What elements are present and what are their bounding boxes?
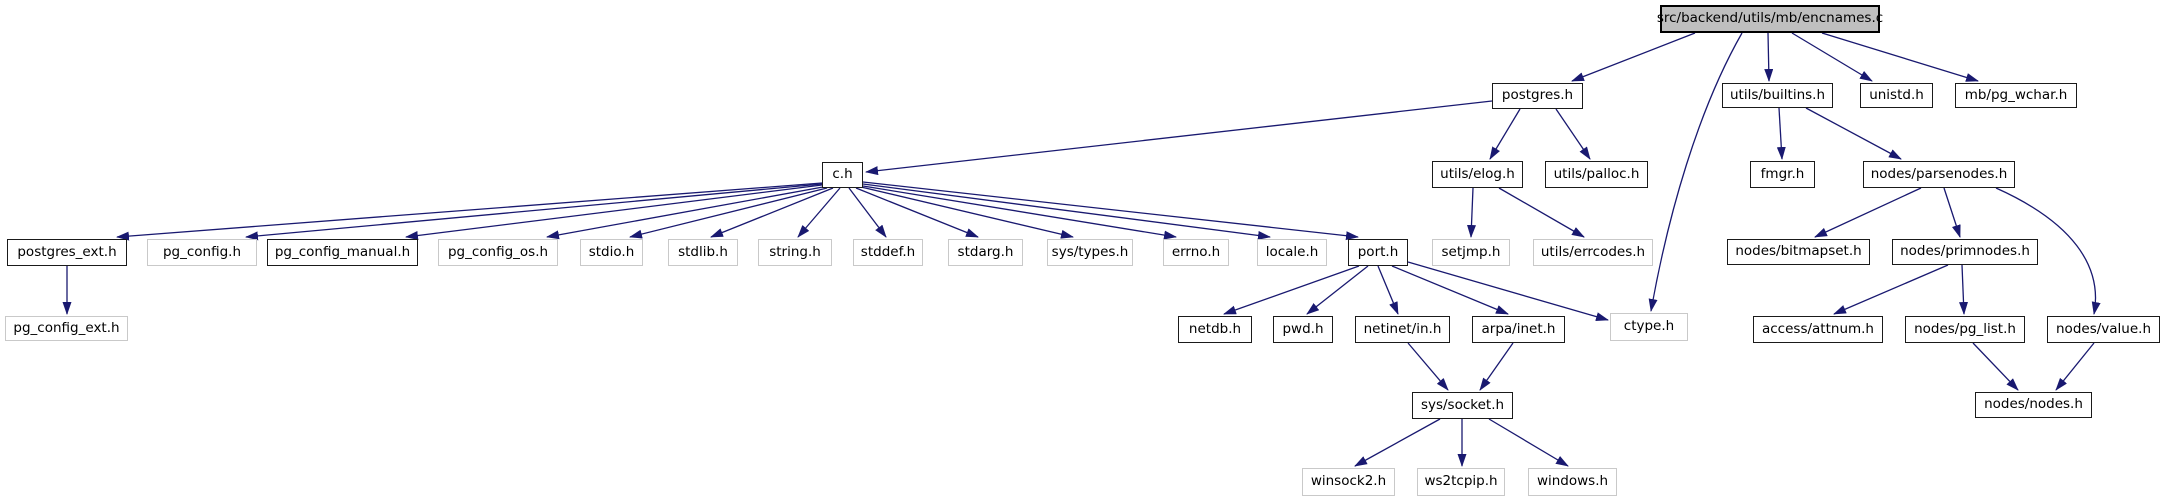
graph-node-pg_config_manual[interactable]: pg_config_manual.h: [267, 239, 418, 266]
graph-node-stdlib: stdlib.h: [668, 239, 738, 266]
graph-node-winsock2: winsock2.h: [1302, 468, 1395, 496]
graph-node-pwd[interactable]: pwd.h: [1273, 316, 1333, 343]
edge-value-to-nodes_nodes: [2055, 342, 2095, 391]
graph-node-builtins[interactable]: utils/builtins.h: [1722, 83, 1833, 108]
graph-node-nodes_nodes[interactable]: nodes/nodes.h: [1975, 392, 2092, 418]
graph-node-attnum[interactable]: access/attnum.h: [1753, 316, 1883, 343]
graph-node-encnames: src/backend/utils/mb/encnames.c: [1657, 5, 1883, 33]
edge-elog-to-setjmp: [1466, 187, 1476, 238]
graph-node-elog[interactable]: utils/elog.h: [1432, 161, 1523, 188]
graph-node-errno: errno.h: [1163, 239, 1229, 266]
edge-port-to-netinet_in: [1377, 265, 1399, 315]
edge-encnames-to-ctype: [1648, 32, 1743, 312]
edge-socket-to-windows: [1488, 418, 1569, 467]
graph-node-parsenodes[interactable]: nodes/parsenodes.h: [1863, 161, 2015, 188]
graph-node-locale: locale.h: [1257, 239, 1327, 266]
edge-elog-to-errcodes: [1498, 187, 1585, 238]
graph-node-arpa_inet[interactable]: arpa/inet.h: [1472, 316, 1565, 343]
graph-node-stdarg: stdarg.h: [948, 239, 1023, 266]
edge-primnodes-to-pg_list: [1959, 264, 1969, 315]
graph-node-unistd[interactable]: unistd.h: [1860, 83, 1933, 108]
graph-node-stdio: stdio.h: [580, 239, 643, 266]
graph-node-ws2tcpip: ws2tcpip.h: [1417, 468, 1505, 496]
graph-node-pg_wchar[interactable]: mb/pg_wchar.h: [1955, 83, 2077, 108]
graph-node-netinet_in[interactable]: netinet/in.h: [1355, 316, 1450, 343]
graph-node-c_h[interactable]: c.h: [822, 162, 863, 188]
graph-node-value[interactable]: nodes/value.h: [2047, 316, 2160, 343]
edge-c_h-to-stdarg: [855, 187, 979, 238]
edge-encnames-to-builtins: [1764, 32, 1774, 82]
graph-node-socket[interactable]: sys/socket.h: [1412, 392, 1513, 419]
graph-node-postgres_h[interactable]: postgres.h: [1492, 83, 1583, 109]
edge-port-to-pwd: [1306, 265, 1369, 315]
edge-port-to-netdb: [1223, 265, 1360, 315]
edge-c_h-to-pg_config: [245, 183, 823, 241]
edge-parsenodes-to-value: [1995, 187, 2101, 315]
graph-node-port[interactable]: port.h: [1348, 239, 1408, 266]
edge-c_h-to-stdio: [629, 187, 828, 239]
edge-builtins-to-fmgr: [1776, 107, 1786, 160]
graph-node-bitmapset[interactable]: nodes/bitmapset.h: [1727, 239, 1870, 265]
edge-c_h-to-postgres_ext: [116, 182, 823, 241]
edge-encnames-to-unistd: [1791, 32, 1873, 82]
edge-builtins-to-parsenodes: [1805, 107, 1902, 160]
edge-port-to-arpa_inet: [1391, 265, 1509, 315]
graph-node-errcodes: utils/errcodes.h: [1533, 239, 1653, 266]
edge-parsenodes-to-primnodes: [1943, 187, 1961, 238]
edge-c_h-to-locale: [862, 183, 1271, 240]
edge-encnames-to-postgres_h: [1571, 32, 1696, 82]
edge-socket-to-winsock2: [1354, 418, 1441, 467]
edge-postgres_h-to-elog: [1489, 108, 1521, 160]
edge-c_h-to-errno: [862, 185, 1177, 240]
graph-node-postgres_ext[interactable]: postgres_ext.h: [7, 239, 127, 266]
graph-node-setjmp: setjmp.h: [1432, 239, 1510, 266]
graph-node-fmgr[interactable]: fmgr.h: [1750, 161, 1815, 188]
edge-port-to-ctype: [1407, 261, 1609, 321]
graph-node-windows: windows.h: [1528, 468, 1617, 496]
graph-node-palloc[interactable]: utils/palloc.h: [1545, 161, 1648, 188]
graph-node-pg_list[interactable]: nodes/pg_list.h: [1905, 316, 2025, 343]
graph-node-string: string.h: [758, 239, 832, 266]
edge-pg_list-to-nodes_nodes: [1972, 342, 2019, 391]
graph-node-sys_types: sys/types.h: [1047, 239, 1133, 266]
edge-netinet_in-to-socket: [1407, 342, 1449, 391]
graph-node-pg_config_ext: pg_config_ext.h: [5, 316, 128, 341]
edge-c_h-to-stdlib: [710, 187, 834, 238]
graph-node-pg_config_os: pg_config_os.h: [438, 239, 558, 266]
graph-node-primnodes[interactable]: nodes/primnodes.h: [1892, 239, 2038, 265]
edge-postgres_h-to-palloc: [1555, 108, 1591, 160]
graph-node-netdb[interactable]: netdb.h: [1178, 316, 1252, 343]
edge-c_h-to-sys_types: [860, 186, 1074, 239]
edge-c_h-to-pg_config_os: [546, 186, 824, 240]
edge-c_h-to-stddef: [848, 187, 887, 238]
graph-node-stddef: stddef.h: [853, 239, 923, 266]
graph-node-pg_config: pg_config.h: [147, 239, 257, 266]
edge-c_h-to-string: [797, 187, 841, 238]
edge-c_h-to-pg_config_manual: [405, 184, 823, 240]
graph-node-ctype: ctype.h: [1610, 313, 1688, 341]
edge-postgres_h-to-c_h: [865, 100, 1493, 176]
edge-arpa_inet-to-socket: [1479, 342, 1514, 391]
edge-encnames-to-pg_wchar: [1821, 32, 1979, 82]
edge-parsenodes-to-bitmapset: [1814, 187, 1922, 238]
edge-c_h-to-port: [862, 181, 1359, 241]
edge-primnodes-to-attnum: [1833, 264, 1949, 315]
